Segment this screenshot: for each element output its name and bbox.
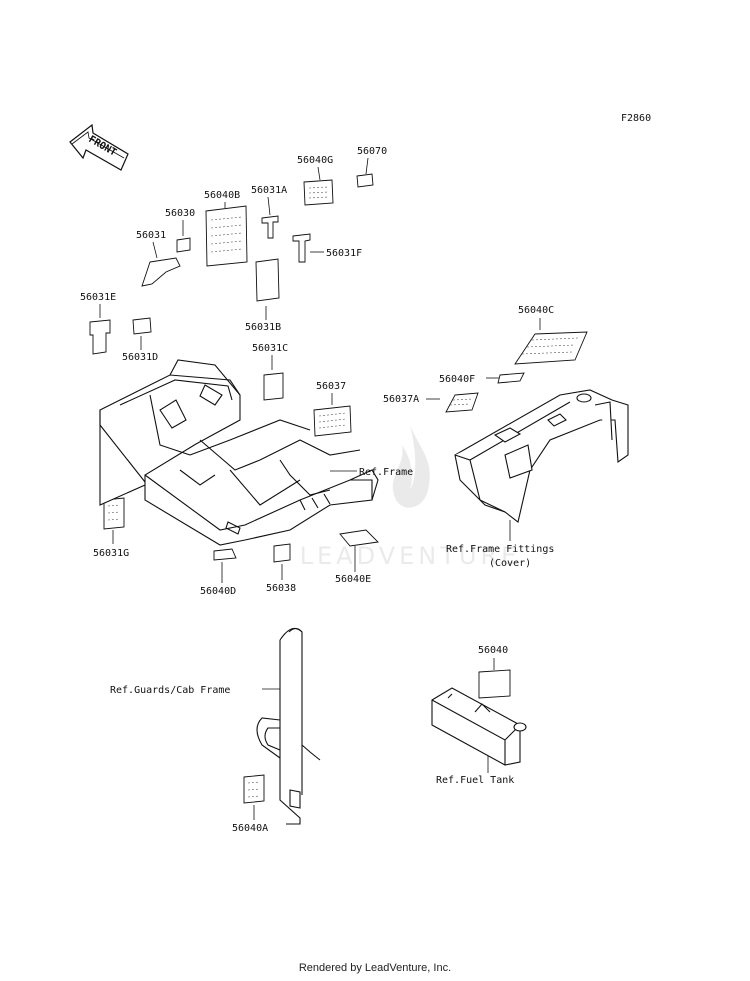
fuel-tank-drawing — [431, 687, 527, 766]
part-label-56040G: 56040G — [297, 155, 333, 166]
part-label-56040C: 56040C — [518, 305, 554, 316]
decal-56031 — [141, 257, 181, 287]
decal-shapes — [89, 173, 588, 804]
decal-56040D — [213, 548, 237, 561]
part-label-56038: 56038 — [266, 583, 296, 594]
part-label-56040B: 56040B — [204, 190, 240, 201]
part-label-56031: 56031 — [136, 230, 166, 241]
footer-credit: Rendered by LeadVenture, Inc. — [298, 962, 452, 974]
part-label-56040E: 56040E — [335, 574, 371, 585]
decal-56031E — [89, 319, 111, 355]
decal-56030 — [176, 237, 191, 253]
front-arrow-icon: FRONT — [69, 123, 129, 171]
decal-56040E — [339, 529, 379, 547]
cab-frame-drawing — [256, 627, 321, 825]
main-frame-drawing — [99, 359, 379, 546]
ref-frame-fittings-label: Ref.Frame Fittings — [446, 544, 554, 555]
part-label-56031F: 56031F — [326, 248, 362, 259]
part-label-56031B: 56031B — [245, 322, 281, 333]
part-label-56040A: 56040A — [232, 823, 268, 834]
part-label-56040: 56040 — [478, 645, 508, 656]
ref-fuel-tank-label: Ref.Fuel Tank — [436, 775, 514, 786]
frame-fittings-cover-drawing — [454, 389, 629, 523]
decal-56031G — [103, 497, 125, 530]
decal-56037A — [445, 392, 479, 413]
decal-56031C — [263, 372, 284, 401]
part-label-56037A: 56037A — [383, 394, 419, 405]
decal-56038 — [273, 543, 291, 563]
decal-56040A — [243, 774, 265, 804]
ref-frame-fittings-sublabel: (Cover) — [489, 558, 531, 569]
part-label-56031D: 56031D — [122, 352, 158, 363]
part-label-56031A: 56031A — [251, 185, 287, 196]
part-label-56070: 56070 — [357, 146, 387, 157]
decal-56031B — [255, 258, 280, 302]
decal-56040B — [205, 205, 248, 267]
part-label-56031E: 56031E — [80, 292, 116, 303]
ref-guards-label: Ref.Guards/Cab Frame — [110, 685, 230, 696]
diagram-code: F2860 — [621, 113, 651, 124]
decal-56040F — [497, 372, 525, 384]
decal-56031A — [261, 215, 279, 239]
part-label-56040F: 56040F — [439, 374, 475, 385]
ref-frame-label: Ref.Frame — [359, 467, 413, 478]
part-label-56040D: 56040D — [200, 586, 236, 597]
part-label-56030: 56030 — [165, 208, 195, 219]
decal-text-lines — [107, 186, 579, 798]
decal-56031F — [292, 233, 311, 263]
part-label-56037: 56037 — [316, 381, 346, 392]
part-label-56031C: 56031C — [252, 343, 288, 354]
decal-56037 — [313, 405, 352, 437]
part-label-56031G: 56031G — [93, 548, 129, 559]
decal-56031D — [132, 317, 152, 335]
decal-56040C — [514, 331, 588, 365]
decal-56040 — [478, 669, 511, 699]
decal-56070 — [356, 173, 374, 188]
